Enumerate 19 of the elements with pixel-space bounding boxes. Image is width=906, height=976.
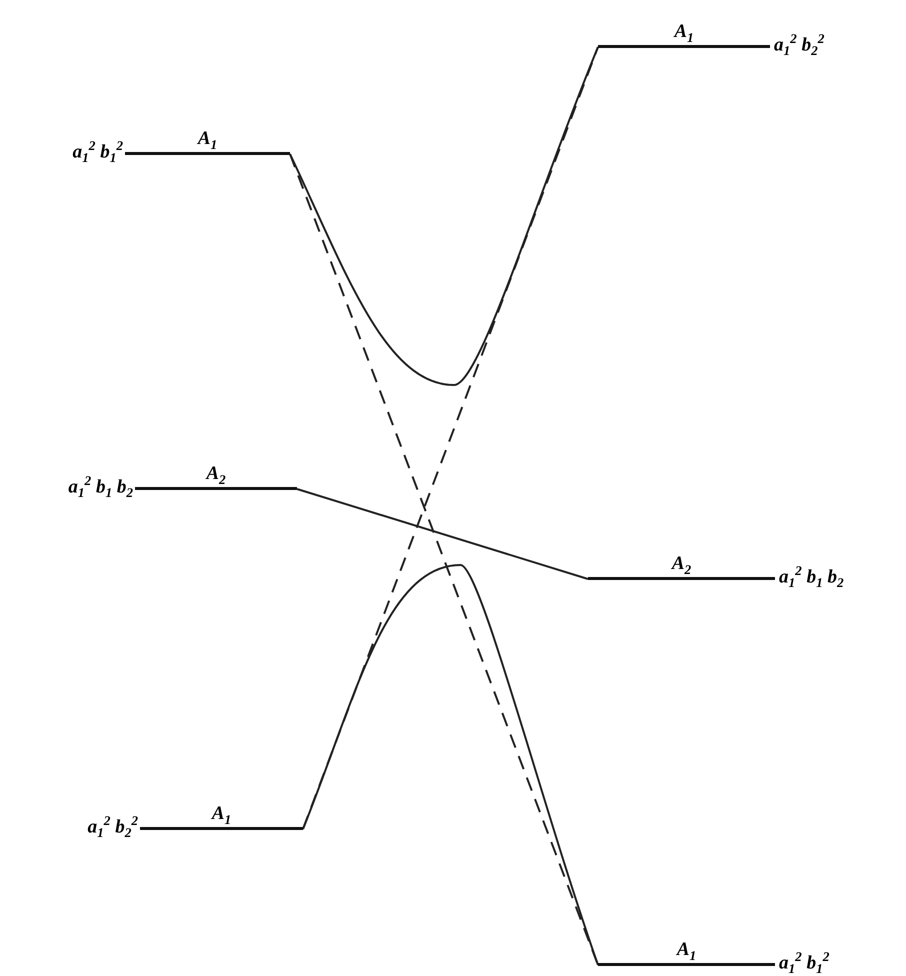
configuration-label: a$_{1}$$^{2}$ b$_{1}$ b$_{2}$ [68, 472, 133, 502]
correlation-line [302, 564, 599, 966]
symmetry-label: A$_{1}$ [676, 940, 696, 965]
energy-level [598, 22, 770, 48]
energy-level [135, 464, 297, 490]
correlation-line [289, 46, 599, 386]
dashed-correlation-line [302, 46, 599, 830]
symmetry-label: A$_{1}$ [674, 22, 694, 47]
energy-level [598, 940, 775, 966]
symmetry-label: A$_{2}$ [672, 554, 692, 579]
energy-level [140, 804, 303, 830]
symmetry-label: A$_{2}$ [206, 464, 226, 489]
configuration-label: a$_{1}$$^{2}$ b$_{1}$ b$_{2}$ [779, 562, 844, 592]
symmetry-label: A$_{1}$ [212, 804, 232, 829]
energy-level [588, 554, 775, 580]
correlation-line [296, 488, 588, 580]
energy-level [125, 129, 290, 155]
dashed-correlation-line [289, 154, 599, 966]
symmetry-label: A$_{1}$ [198, 129, 218, 154]
